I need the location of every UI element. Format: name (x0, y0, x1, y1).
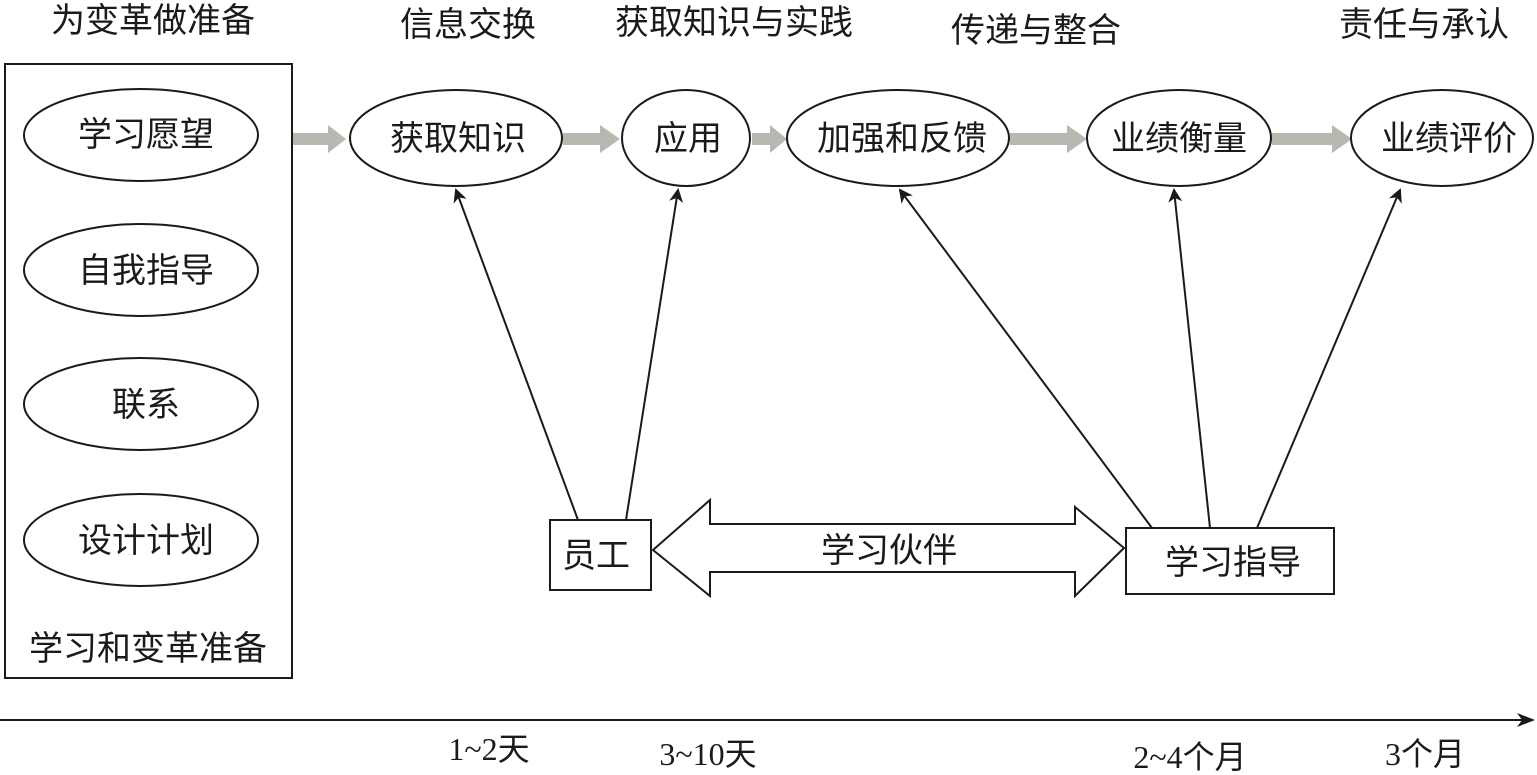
mentor-label: 学习指导 (1165, 543, 1301, 583)
timeline-t1: 1~2天 (448, 731, 529, 767)
flow-arrow-5 (1272, 125, 1352, 153)
stage-prepare-change: 为变革做准备 (51, 1, 255, 41)
timeline-t3: 2~4个月 (1133, 739, 1246, 775)
node-apply: 应用 (654, 119, 722, 159)
flow-arrow-1 (293, 125, 346, 153)
connector-arrows (453, 188, 1402, 529)
prep-box (4, 63, 293, 679)
node-acquire-knowledge-oval (349, 89, 563, 187)
node-acquire-knowledge: 获取知识 (390, 119, 526, 159)
flow-arrow-3 (752, 125, 787, 153)
node-performance-measure-oval (1086, 89, 1272, 187)
node-performance-review-oval (1350, 89, 1534, 187)
flow-arrow-4 (1010, 125, 1087, 153)
stage-transfer-integrate: 传递与整合 (951, 11, 1121, 51)
timeline-t4: 3个月 (1385, 736, 1465, 772)
employee-box (549, 519, 652, 591)
stage-info-exchange: 信息交换 (400, 5, 536, 45)
partner-double-arrow (651, 497, 1126, 599)
prep-item-plan: 设计计划 (78, 521, 214, 561)
node-apply-oval (621, 89, 751, 187)
prep-item-desire-oval (23, 88, 259, 182)
partner-label: 学习伙伴 (821, 531, 957, 571)
flow-arrow-2 (563, 125, 620, 153)
arrow-mentor-to-reinforce (898, 188, 1153, 529)
flow-arrows (293, 125, 1352, 153)
prep-item-selfdirect-oval (23, 223, 259, 317)
prep-item-desire: 学习愿望 (78, 115, 214, 155)
prep-box-caption: 学习和变革准备 (29, 629, 267, 669)
stage-responsibility: 责任与承认 (1339, 5, 1509, 45)
mentor-box (1125, 527, 1335, 595)
node-performance-measure: 业绩衡量 (1111, 119, 1247, 159)
arrow-mentor-to-review (1256, 188, 1402, 529)
stage-acquire-practice: 获取知识与实践 (615, 3, 853, 43)
node-reinforce-feedback-oval (786, 89, 1010, 187)
arrow-employee-to-apply (625, 188, 684, 521)
employee-label: 员工 (562, 536, 630, 576)
prep-item-contact: 联系 (112, 385, 180, 425)
prep-item-contact-oval (23, 357, 259, 451)
node-reinforce-feedback: 加强和反馈 (817, 119, 987, 159)
arrow-employee-to-acquire (453, 188, 579, 521)
node-performance-review: 业绩评价 (1381, 119, 1517, 159)
arrow-mentor-to-measure (1168, 188, 1211, 529)
timeline-t2: 3~10天 (659, 736, 756, 772)
prep-item-plan-oval (23, 493, 259, 587)
prep-item-selfdirect: 自我指导 (78, 251, 214, 291)
